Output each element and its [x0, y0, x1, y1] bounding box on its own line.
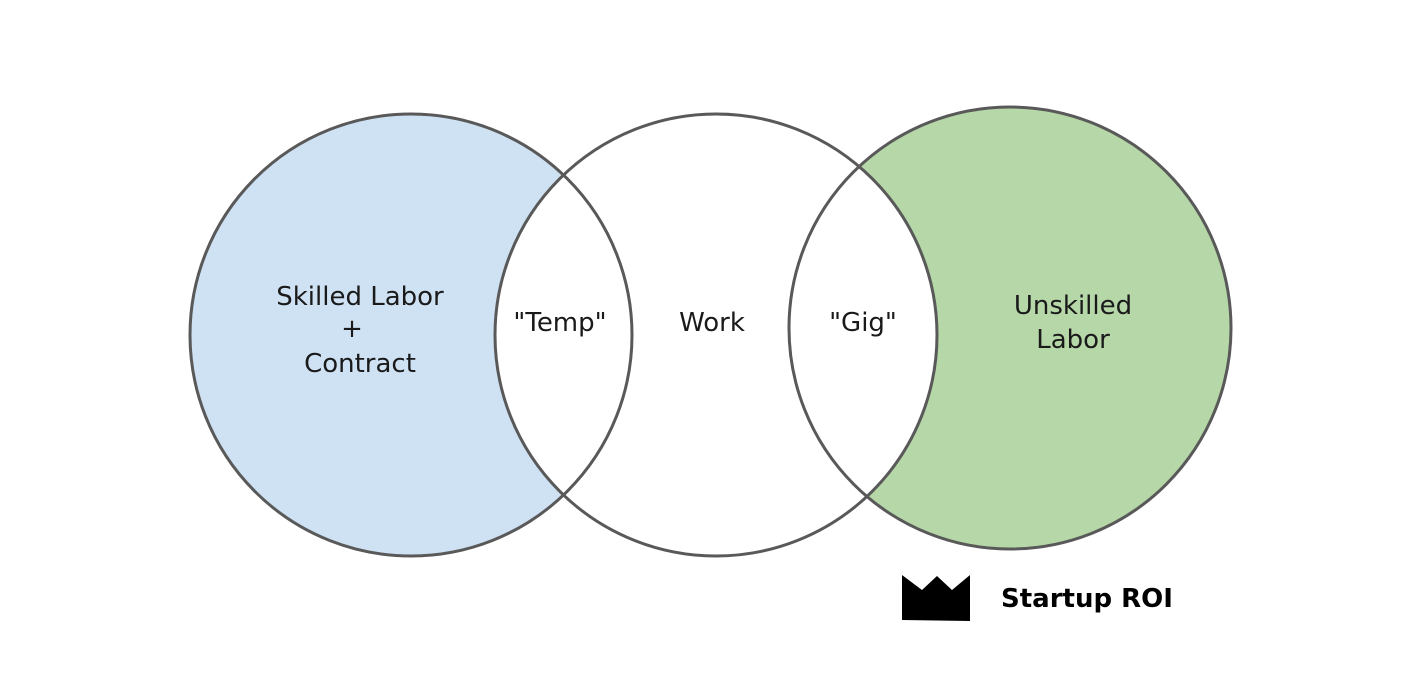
set-circle-skilled — [190, 114, 632, 556]
label-skilled-line-3: Contract — [304, 349, 416, 379]
outline-work — [493, 112, 939, 558]
label-unskilled-line-1: Unskilled — [1014, 291, 1132, 321]
label-work: Work — [679, 308, 745, 338]
label-overlap-temp: "Temp" — [513, 308, 606, 338]
outline-unskilled — [787, 105, 1233, 551]
brand-name: Startup ROI — [1001, 584, 1173, 614]
brand-logo: Startup ROI — [902, 575, 1173, 621]
circle-outlines — [188, 105, 1233, 558]
outline-skilled — [188, 112, 634, 558]
label-skilled-line-1: Skilled Labor — [276, 282, 444, 312]
crown-icon — [902, 575, 970, 621]
label-overlap-gig: "Gig" — [829, 308, 897, 338]
label-skilled-line-2: + — [341, 314, 363, 344]
label-unskilled-line-2: Labor — [1036, 325, 1110, 355]
set-circle-work — [495, 114, 937, 556]
